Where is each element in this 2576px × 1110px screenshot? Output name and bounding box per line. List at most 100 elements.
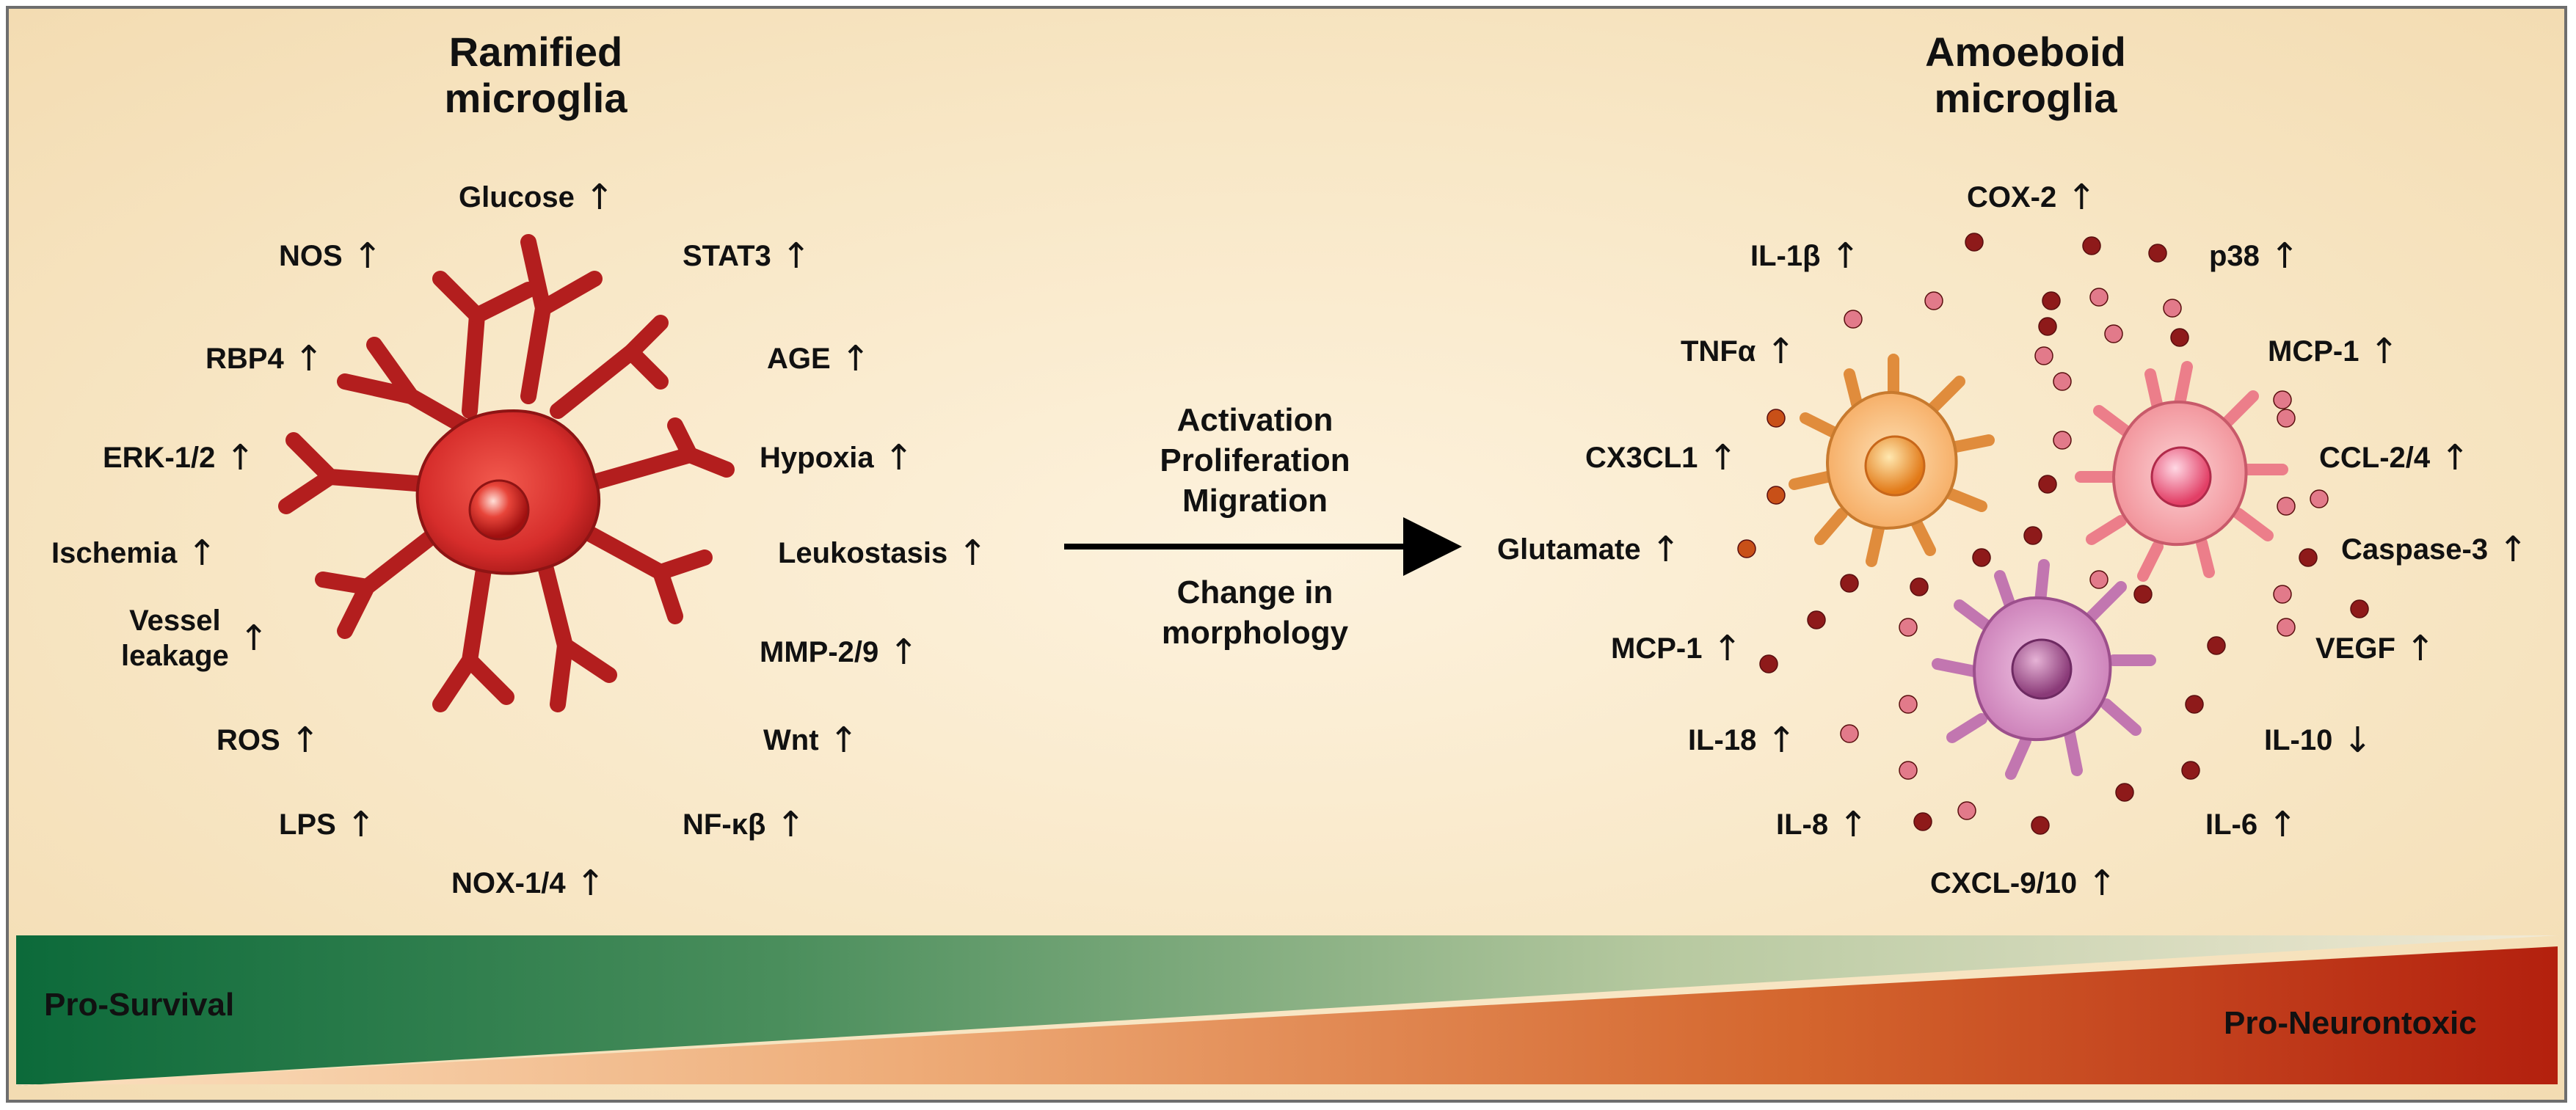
arrow-up-icon: ↑ bbox=[2369, 331, 2399, 372]
marker-left-9: Vessel leakage↑ bbox=[121, 605, 269, 672]
cytokine-dot bbox=[2277, 497, 2296, 516]
marker-right-11: IL-18↑ bbox=[1688, 720, 1797, 761]
cytokine-dot bbox=[2299, 548, 2318, 567]
arrow-up-icon: ↑ bbox=[958, 533, 988, 574]
marker-right-4: MCP-1↑ bbox=[2268, 331, 2399, 372]
marker-left-5: ERK-1/2↑ bbox=[103, 437, 255, 478]
marker-left-3: RBP4↑ bbox=[205, 338, 324, 379]
arrow-down-icon: ↓ bbox=[2343, 720, 2373, 761]
cytokine-dot bbox=[2115, 783, 2134, 802]
cytokine-dot bbox=[2082, 236, 2101, 255]
cytokine-dot bbox=[1840, 724, 1859, 743]
marker-left-13: LPS↑ bbox=[279, 804, 376, 845]
cytokine-dot bbox=[2031, 816, 2050, 835]
cytokine-dot bbox=[2053, 431, 2072, 450]
pro-survival-label: Pro-Survival bbox=[44, 987, 235, 1023]
arrow-up-icon: ↑ bbox=[346, 804, 376, 845]
arrow-up-icon: ↑ bbox=[2067, 177, 2097, 218]
cytokine-dot bbox=[2273, 390, 2292, 409]
cytokine-dot bbox=[1899, 695, 1918, 714]
cytokine-dot bbox=[1759, 654, 1778, 673]
cytokine-dot bbox=[2181, 761, 2200, 780]
arrow-up-icon: ↑ bbox=[884, 437, 914, 478]
cytokine-dot bbox=[1899, 761, 1918, 780]
cytokine-dot bbox=[2038, 317, 2057, 336]
arrow-up-icon: ↑ bbox=[2269, 235, 2300, 277]
cytokine-dot bbox=[1972, 548, 1991, 567]
arrow-up-icon: ↑ bbox=[1651, 529, 1681, 570]
arrow-up-icon: ↑ bbox=[294, 338, 324, 379]
marker-right-9: MCP-1↑ bbox=[1611, 628, 1742, 669]
arrow-up-icon: ↑ bbox=[2087, 863, 2117, 904]
marker-left-8: Leukostasis↑ bbox=[778, 533, 988, 574]
cytokine-dot bbox=[2053, 372, 2072, 391]
cytokine-dot bbox=[2038, 475, 2057, 494]
cytokine-dot bbox=[1899, 618, 1918, 637]
cytokine-dot bbox=[1910, 577, 1929, 596]
arrow-up-icon: ↑ bbox=[1838, 804, 1869, 845]
arrow-up-icon: ↑ bbox=[776, 804, 806, 845]
marker-right-12: IL-10↓ bbox=[2264, 720, 2373, 761]
marker-left-14: NF-κβ↑ bbox=[683, 804, 806, 845]
marker-left-2: STAT3↑ bbox=[683, 235, 811, 277]
cytokine-dot bbox=[1965, 233, 1984, 252]
arrow-up-icon: ↑ bbox=[889, 632, 919, 673]
morphology-change: Change in morphology bbox=[1161, 574, 1349, 651]
cytokine-dot bbox=[2277, 618, 2296, 637]
marker-left-6: Hypoxia↑ bbox=[760, 437, 914, 478]
cytokine-dot bbox=[2277, 409, 2296, 428]
marker-left-0: Glucose↑ bbox=[459, 177, 615, 218]
marker-left-11: ROS↑ bbox=[217, 720, 320, 761]
arrow-up-icon: ↑ bbox=[352, 235, 382, 277]
marker-left-10: MMP-2/9↑ bbox=[760, 632, 919, 673]
arrow-up-icon: ↑ bbox=[2405, 628, 2436, 669]
marker-right-8: Caspase-3↑ bbox=[2341, 529, 2528, 570]
marker-left-1: NOS↑ bbox=[279, 235, 382, 277]
figure-panel bbox=[6, 6, 2567, 1103]
arrow-up-icon: ↑ bbox=[584, 177, 615, 218]
cytokine-dot bbox=[1767, 409, 1786, 428]
arrow-up-icon: ↑ bbox=[829, 720, 859, 761]
arrow-up-icon: ↑ bbox=[239, 618, 269, 659]
cytokine-dot bbox=[2042, 291, 2061, 310]
marker-left-12: Wnt↑ bbox=[763, 720, 859, 761]
cytokine-dot bbox=[1957, 801, 1976, 820]
marker-left-15: NOX-1/4↑ bbox=[451, 863, 605, 904]
cytokine-dot bbox=[2207, 636, 2226, 655]
cytokine-dot bbox=[2185, 695, 2204, 714]
pro-neurontoxic-label: Pro-Neurontoxic bbox=[2224, 1005, 2477, 1041]
cytokine-dot bbox=[2310, 489, 2329, 508]
amoeboid-cell-purple bbox=[1932, 559, 2156, 780]
marker-right-14: IL-6↑ bbox=[2205, 804, 2298, 845]
arrow-up-icon: ↑ bbox=[290, 720, 320, 761]
marker-right-13: IL-8↑ bbox=[1776, 804, 1869, 845]
marker-right-10: VEGF↑ bbox=[2315, 628, 2436, 669]
arrow-up-icon: ↑ bbox=[2498, 529, 2528, 570]
arrow-up-icon: ↑ bbox=[840, 338, 870, 379]
arrow-up-icon: ↑ bbox=[225, 437, 255, 478]
cytokine-dot bbox=[2034, 346, 2053, 365]
arrow-up-icon: ↑ bbox=[187, 533, 217, 574]
arrow-up-icon: ↑ bbox=[2440, 437, 2470, 478]
process-steps: Activation Proliferation Migration bbox=[1160, 402, 1350, 519]
cytokine-dot bbox=[1840, 574, 1859, 593]
amoeboid-cell-pink bbox=[2075, 361, 2288, 582]
ramified-microglia bbox=[278, 234, 735, 712]
cytokine-dot bbox=[1924, 291, 1943, 310]
cytokine-dot bbox=[2350, 599, 2369, 618]
cytokine-dot bbox=[2170, 328, 2189, 347]
marker-right-7: Glutamate↑ bbox=[1497, 529, 1681, 570]
cytokine-dots bbox=[1737, 233, 2369, 835]
amoeboid-cell-orange bbox=[1789, 354, 1995, 567]
arrow-up-icon: ↑ bbox=[1767, 720, 1797, 761]
marker-left-7: Ischemia↑ bbox=[51, 533, 217, 574]
cytokine-dot bbox=[1737, 539, 1756, 558]
cytokine-dot bbox=[1807, 610, 1826, 629]
arrow-up-icon: ↑ bbox=[781, 235, 811, 277]
cytokine-dot bbox=[2273, 585, 2292, 604]
survival-toxicity-gradient bbox=[16, 935, 2558, 1086]
marker-left-4: AGE↑ bbox=[767, 338, 870, 379]
cytokine-dot bbox=[2163, 299, 2182, 318]
